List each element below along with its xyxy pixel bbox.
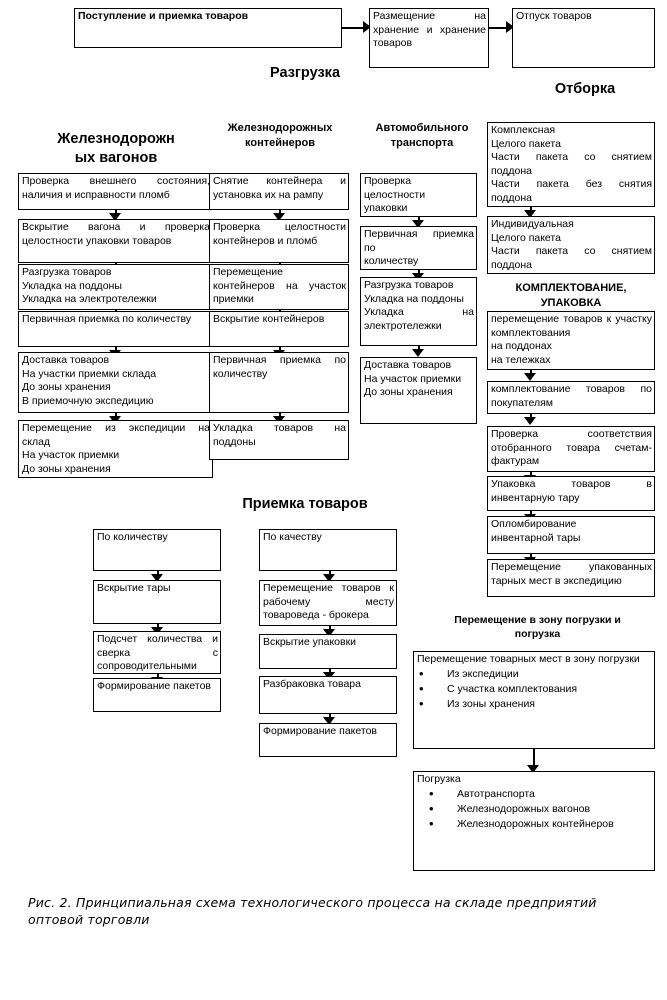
process-box-postuplenie: Поступление и приемка товаров	[74, 8, 342, 48]
loading-load-bullet-list: Автотранспорта Железнодорожных вагонов Ж…	[417, 786, 652, 832]
acceptance-quality-box-3: Вскрытие упаковки	[259, 634, 397, 669]
section-header-picking-packing: КОМПЛЕКТОВАНИЕ, УПАКОВКА	[515, 282, 627, 309]
section-header-loading-zone: Перемещение в зону погрузки и погрузка	[454, 614, 621, 640]
list-item: Железнодорожных контейнеров	[429, 816, 652, 832]
loading-move-box: Перемещение товарных мест в зону погрузк…	[413, 651, 655, 749]
step-box-rail-wagons-4: Первичная приемка по количеству	[18, 311, 213, 347]
connector-acceptance-quantity-1-2	[151, 571, 164, 582]
picking-step-box-5: Опломбирование инвентарной тары	[487, 516, 655, 554]
connector-picking-2-3	[524, 414, 537, 425]
acceptance-quantity-box-4: Формирование пакетов	[93, 678, 221, 712]
connector-auto-transport-1-2	[412, 217, 425, 228]
step-box-rail-wagons-5: Доставка товаров На участки приемки скла…	[18, 352, 213, 413]
acceptance-quantity-box-1: По количеству	[93, 529, 221, 571]
acceptance-quantity-box-2: Вскрытие тары	[93, 580, 221, 624]
column-header-rail-containers: Железнодорожных контейнеров	[227, 122, 333, 149]
loading-load-box: Погрузка Автотранспорта Железнодорожных …	[413, 771, 655, 871]
connector-loading-move-to-load	[527, 762, 540, 773]
process-box-otpusk: Отпуск товаров	[512, 8, 655, 68]
step-box-rail-wagons-3: Разгрузка товаров Укладка на поддоны Укл…	[18, 264, 213, 310]
connector-loading-move-stem	[533, 749, 535, 771]
connector-postuplenie-to-razmeschenie	[342, 21, 372, 34]
process-box-razmeschenie: Размещение на хранение и хранение товаро…	[369, 8, 489, 68]
step-box-auto-transport-3: Разгрузка товаров Укладка на поддоны Укл…	[360, 277, 477, 346]
connector-auto-transport-3-4	[412, 346, 425, 357]
connector-acceptance-quality-1-2	[323, 571, 336, 582]
connector-rail-containers-1-2	[273, 210, 286, 221]
connector-razmeschenie-to-otpusk	[489, 21, 515, 34]
step-box-rail-containers-4: Вскрытие контейнеров	[209, 311, 349, 347]
connector-rail-wagons-1-2	[109, 210, 122, 221]
picking-step-box-2: комплектование товаров по покупателям	[487, 381, 655, 414]
stage-label-otborka: Отборка	[554, 81, 616, 97]
selection-box-complex: Комплексная Целого пакета Части пакета с…	[487, 122, 655, 207]
acceptance-quality-box-4: Разбраковка товара	[259, 676, 397, 714]
connector-selection-complex-to-individual	[524, 207, 537, 218]
picking-step-box-4: Упаковка товаров в инвентарную тару	[487, 476, 655, 511]
list-item: С участка комплектования	[419, 681, 652, 697]
column-header-rail-wagons: Железнодорожн ых вагонов	[57, 131, 175, 166]
step-box-rail-containers-6: Укладка товаров на поддоны	[209, 420, 349, 460]
acceptance-quantity-box-3: Подсчет количества и сверка с сопроводит…	[93, 631, 221, 674]
stage-label-razgruzka: Разгрузка	[269, 65, 341, 81]
step-box-rail-containers-1: Снятие контейнера и установка их на рамп…	[209, 173, 349, 210]
acceptance-quality-box-1: По качеству	[259, 529, 397, 571]
section-header-acceptance: Приемка товаров	[242, 496, 368, 512]
acceptance-quality-box-2: Перемещение товаров к рабочему месту тов…	[259, 580, 397, 626]
list-item: Из зоны хранения	[419, 696, 652, 712]
picking-step-box-1: перемещение товаров к участку комплектов…	[487, 311, 655, 370]
acceptance-quality-box-5: Формирование пакетов	[259, 723, 397, 757]
list-item: Железнодорожных вагонов	[429, 801, 652, 817]
connector-acceptance-quality-4-5	[323, 714, 336, 725]
list-item: Автотранспорта	[429, 786, 652, 802]
selection-box-individual: Индивидуальная Целого пакета Части пакет…	[487, 216, 655, 274]
step-box-auto-transport-1: Проверка целостности упаковки	[360, 173, 477, 217]
step-box-auto-transport-4: Доставка товаров На участок приемки До з…	[360, 357, 477, 424]
figure-caption: Рис. 2. Принципиальная схема технологиче…	[28, 895, 597, 927]
picking-step-box-3: Проверка соответствия отобранного товара…	[487, 426, 655, 472]
list-item: Из экспедиции	[419, 666, 652, 682]
step-box-auto-transport-2: Первичная приемка по количеству	[360, 226, 477, 270]
connector-picking-1-2	[524, 370, 537, 381]
loading-move-bullet-list: Из экспедиции С участка комплектования И…	[417, 666, 652, 712]
connector-acceptance-quality-2-3	[323, 626, 336, 637]
step-box-rail-wagons-2: Вскрытие вагона и проверка целостности у…	[18, 219, 213, 263]
step-box-rail-containers-5: Первичная приемка по количеству	[209, 352, 349, 413]
step-box-rail-wagons-1: Проверка внешнего состояния, наличия и и…	[18, 173, 213, 210]
column-header-auto-transport: Автомобильного транспорта	[375, 122, 469, 149]
picking-step-box-6: Перемещение упакованных тарных мест в эк…	[487, 559, 655, 597]
step-box-rail-containers-2: Проверка целостности контейнеров и пломб	[209, 219, 349, 263]
step-box-rail-wagons-6: Перемещение из экспедиции на склад На уч…	[18, 420, 213, 478]
step-box-rail-containers-3: Перемещение контейнеров на участок прием…	[209, 264, 349, 310]
